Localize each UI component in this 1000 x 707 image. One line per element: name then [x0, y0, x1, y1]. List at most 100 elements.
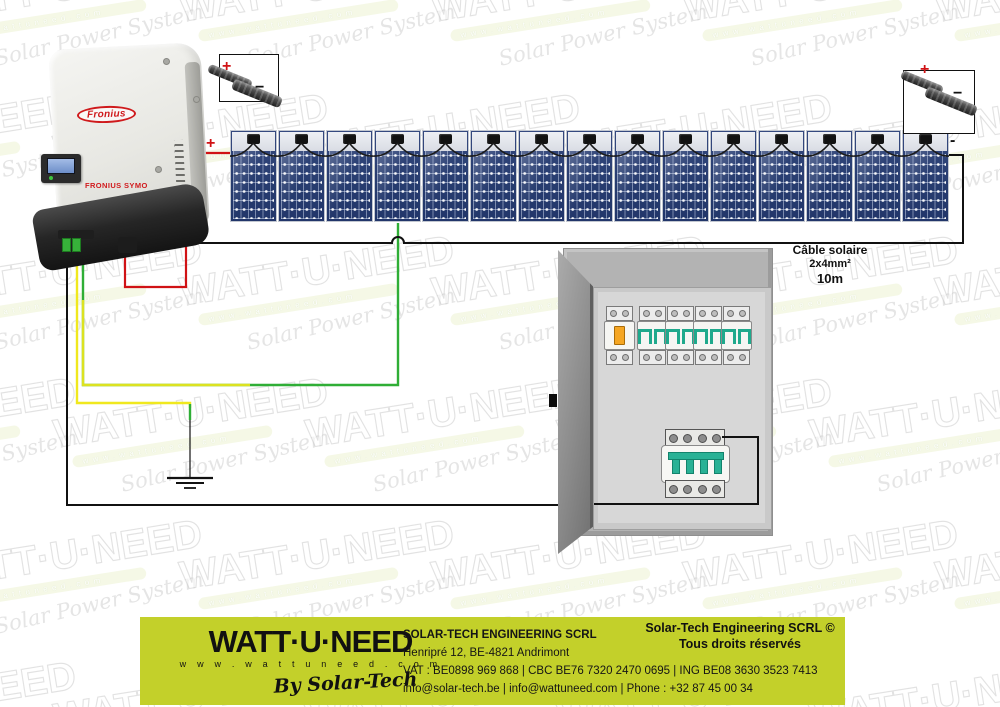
mcb-breaker: [665, 306, 696, 365]
screw-icon: [711, 310, 719, 317]
inverter-status-led: [49, 176, 53, 180]
breaker-terminal: [695, 306, 722, 321]
inverter-model-label: FRONIUS SYMO: [85, 181, 148, 190]
solar-panel-row: [230, 130, 949, 222]
watermark-url: www.wattuneed.com: [711, 6, 862, 40]
inverter-lcd-screen: [47, 158, 75, 174]
company-contact: info@solar-tech.be | info@wattuneed.com …: [403, 683, 753, 695]
breaker-terminal: [723, 306, 750, 321]
mc4-connector-figure-right: + −: [898, 56, 1000, 138]
company-info: SOLAR-TECH ENGINEERING SCRL Henripré 12,…: [403, 626, 833, 698]
watermark-brand: WATT·U·NEED: [806, 369, 1000, 457]
screw-icon: [655, 354, 663, 361]
watermark-url: www.wattuneed.com: [333, 432, 484, 466]
watermark-tagline: Solar Power System: [0, 283, 207, 355]
footer-band: WATT·U·NEED w w w . w a t t u n e e d . …: [140, 617, 845, 705]
minus-label: −: [953, 85, 963, 102]
watermark-url-bar: www.wattuneed.com: [0, 0, 148, 43]
junction-box: [294, 134, 308, 144]
screw-icon: [711, 354, 719, 361]
cabinet-door: [558, 250, 593, 554]
fronius-inverter: Fronius FRONIUS SYMO: [30, 38, 217, 273]
logo-url: w w w . w a t t u n e e d . c o m: [179, 659, 442, 669]
cable-name: Câble solaire: [792, 243, 868, 257]
watermark-url-bar: www.wattuneed.com: [701, 566, 904, 611]
screw-icon: [670, 354, 678, 361]
watermark-url-bar: www.wattuneed.com: [953, 282, 1000, 327]
junction-box: [919, 134, 933, 144]
screw-icon: [726, 354, 734, 361]
screw-icon: [655, 310, 663, 317]
breaker-terminal: [723, 350, 750, 365]
screw-icon: [712, 433, 722, 443]
watermark-brand: WATT·U·NEED: [680, 0, 962, 31]
watermark-url-bar: www.wattuneed.com: [449, 566, 652, 611]
screw-icon: [668, 484, 678, 494]
breaker-body: [604, 321, 635, 350]
watermark-url-bar: www.wattuneed.com: [827, 424, 1000, 469]
breaker-body: [637, 321, 668, 350]
watermark-tagline: Solar Power System: [496, 0, 711, 71]
screw-icon: [698, 310, 706, 317]
inverter-display: [41, 154, 81, 183]
company-name: SOLAR-TECH ENGINEERING SCRL: [403, 629, 597, 641]
watermark-brand: WATT·U·NEED: [0, 0, 206, 31]
watermark-tagline: Solar Power System: [244, 283, 459, 355]
screw-icon: [683, 310, 691, 317]
watermark-url-bar: www.wattuneed.com: [0, 424, 22, 469]
company-vat: VAT : BE0898 969 868 | CBC BE76 7320 247…: [403, 665, 818, 677]
watermark-url-bar: www.wattuneed.com: [701, 0, 904, 43]
mcb-breaker: [693, 306, 724, 365]
screw-icon: [739, 310, 747, 317]
watermark-url: www.wattuneed.com: [459, 574, 610, 608]
string-wiring: [230, 142, 949, 157]
copyright: Solar-Tech Engineering SCRL © Tous droit…: [595, 620, 885, 652]
junction-box: [871, 134, 885, 144]
earth-wire: [75, 248, 192, 408]
screw-icon: [698, 354, 706, 361]
mcb-breaker: [637, 306, 668, 365]
watermark-brand: WATT·U·NEED: [50, 369, 332, 457]
watermark-url: www.wattuneed.com: [0, 6, 106, 40]
junction-box: [727, 134, 741, 144]
watermark-brand: WATT·U·NEED: [302, 369, 584, 457]
breaker-body: [665, 321, 696, 350]
screw-icon: [609, 310, 617, 317]
breaker-toggle: [722, 329, 736, 344]
watermark-url: www.wattuneed.com: [963, 290, 1000, 324]
cable-length: 10m: [816, 271, 844, 286]
watermark-url-bar: www.wattuneed.com: [323, 424, 526, 469]
inverter-dc-connector: [118, 237, 137, 253]
breaker-toggle: [672, 459, 680, 474]
screw-icon: [155, 166, 162, 173]
screw-icon: [622, 310, 630, 317]
watermark-url: www.wattuneed.com: [207, 290, 358, 324]
copyright-line1: Solar-Tech Engineering SCRL ©: [645, 621, 835, 635]
breaker-body: [721, 321, 752, 350]
junction-box: [342, 134, 356, 144]
watermark-tagline: Solar Power System: [0, 425, 81, 496]
junction-box: [390, 134, 404, 144]
watermark-url-bar: www.wattuneed.com: [953, 566, 1000, 611]
watermark-url: www.wattuneed.com: [0, 290, 106, 324]
screw-icon: [163, 58, 170, 65]
rcd-breaker: [604, 306, 635, 365]
logo-title: WATT·U·NEED: [208, 624, 414, 659]
company-address: Henripré 12, BE-4821 Andrimont: [403, 647, 570, 659]
breaker-toggle: [686, 459, 694, 474]
breaker-terminal: [639, 350, 666, 365]
breaker-terminal: [667, 350, 694, 365]
watermark-url: www.wattuneed.com: [207, 574, 358, 608]
screw-icon: [683, 484, 693, 494]
watermark-url: www.wattuneed.com: [837, 432, 988, 466]
screw-icon: [642, 354, 650, 361]
junction-box: [679, 134, 693, 144]
watermark-brand: WATT·U·NEED: [0, 653, 80, 707]
screw-icon: [668, 433, 678, 443]
